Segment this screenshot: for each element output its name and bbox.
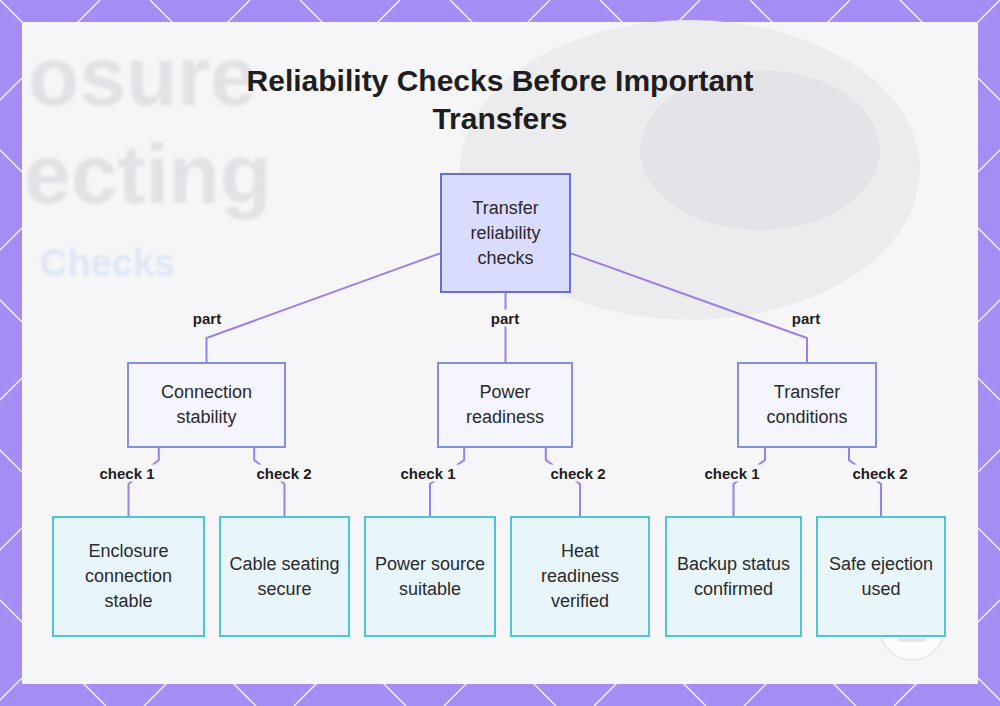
edge-label: check 2 <box>547 465 608 482</box>
tree-connector <box>505 293 507 362</box>
category-box: Connection stability <box>127 362 286 448</box>
check-box: Power source suitable <box>364 516 496 637</box>
tree-connector <box>734 448 766 516</box>
edge-label: part <box>190 310 224 327</box>
node-text: Transfer reliability checks <box>450 196 561 271</box>
node-text: Connection stability <box>137 380 276 430</box>
check-box: Cable seating secure <box>219 516 350 637</box>
edge-label: check 1 <box>701 465 762 482</box>
content-panel <box>22 22 978 684</box>
check-box: Heat readiness verified <box>510 516 650 637</box>
category-box: Power readiness <box>437 362 573 448</box>
check-box: Enclosure connection stable <box>52 516 205 637</box>
tree-connector <box>849 448 881 516</box>
tree-connector <box>430 448 464 516</box>
tree-connector <box>207 253 441 362</box>
watermark-text: ecting <box>24 132 271 216</box>
watermark-text: osure <box>28 34 257 118</box>
edge-label: check 2 <box>849 465 910 482</box>
node-text: Backup status confirmed <box>675 552 792 602</box>
watermark-text: Checks <box>40 244 175 282</box>
node-text: Enclosure connection stable <box>62 539 195 614</box>
diagram-title: Reliability Checks Before Important Tran… <box>210 62 790 138</box>
root-box: Transfer reliability checks <box>440 173 571 293</box>
edge-label: check 1 <box>397 465 458 482</box>
tree-connector <box>546 448 580 516</box>
tree-connector <box>254 448 284 516</box>
check-box: Safe ejection used <box>816 516 946 637</box>
node-text: Transfer conditions <box>747 380 867 430</box>
edge-label: check 2 <box>253 465 314 482</box>
edge-label: part <box>488 310 522 327</box>
node-text: Safe ejection used <box>826 552 936 602</box>
category-box: Transfer conditions <box>737 362 877 448</box>
tree-connector <box>129 448 159 516</box>
node-text: Power source suitable <box>374 552 486 602</box>
node-text: Cable seating secure <box>229 552 340 602</box>
node-text: Heat readiness verified <box>520 539 640 614</box>
tree-connector <box>571 253 807 362</box>
edge-label: check 1 <box>96 465 157 482</box>
edge-label: part <box>789 310 823 327</box>
check-box: Backup status confirmed <box>665 516 802 637</box>
node-text: Power readiness <box>447 380 563 430</box>
